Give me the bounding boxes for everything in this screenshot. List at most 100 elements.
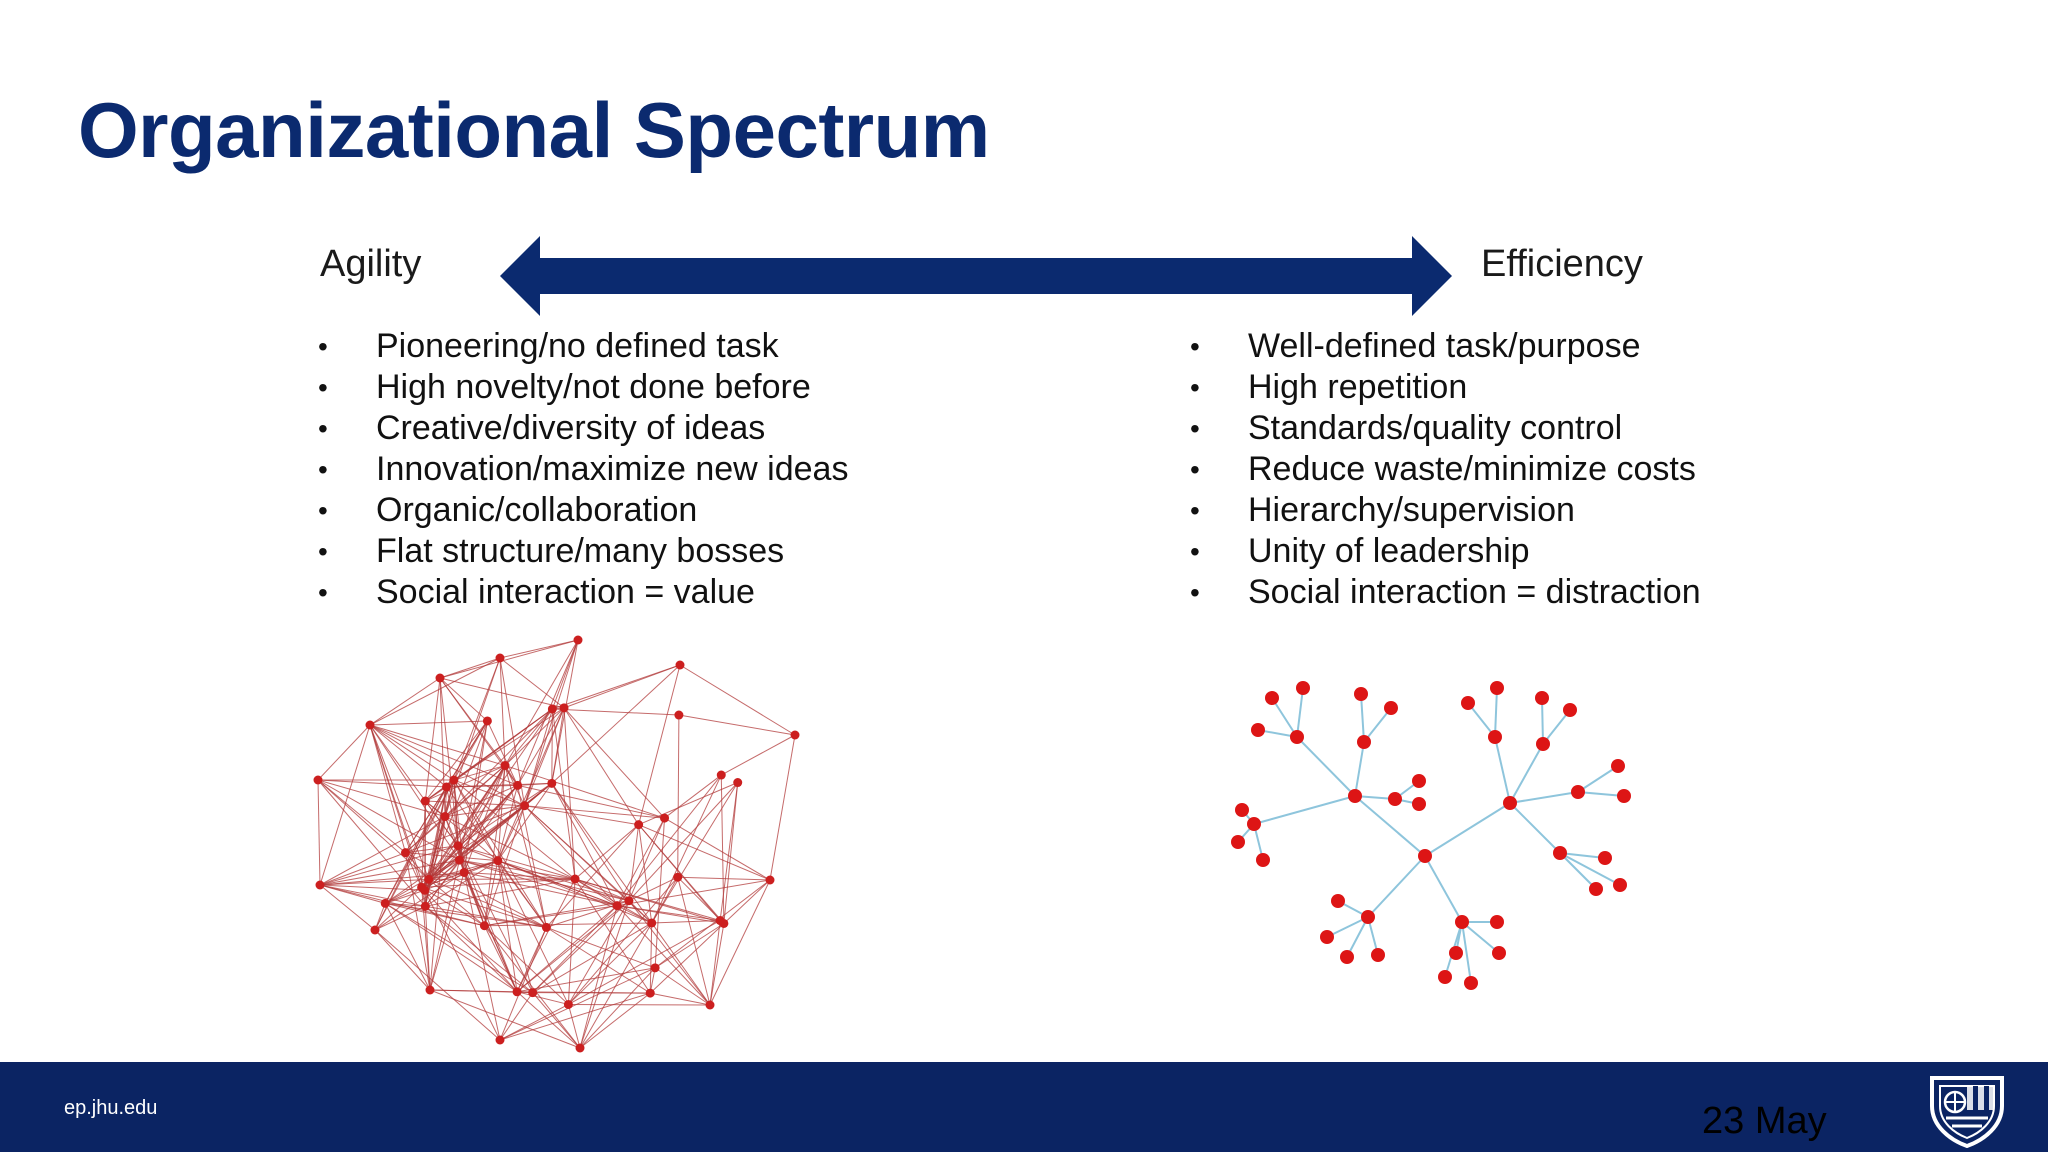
mesh-edge: [532, 900, 630, 993]
mesh-edge: [552, 708, 679, 716]
mesh-edge: [374, 903, 386, 931]
mesh-edge: [568, 876, 679, 1005]
mesh-node: [733, 778, 743, 788]
mesh-node: [500, 761, 510, 771]
mesh-edge: [723, 879, 771, 924]
mesh-edge: [551, 707, 565, 784]
tree-node: [1617, 789, 1631, 803]
tree-node: [1553, 846, 1567, 860]
tree-node: [1247, 817, 1261, 831]
mesh-edge: [484, 925, 569, 1005]
mesh-edge: [497, 860, 652, 924]
tree-edge: [1541, 697, 1544, 745]
mesh-edge: [369, 724, 426, 891]
mesh-edge: [497, 860, 569, 1005]
tree-node: [1331, 894, 1345, 908]
tree-node: [1563, 703, 1577, 717]
mesh-edge: [651, 782, 739, 924]
tree-edge: [1424, 855, 1463, 923]
mesh-node: [449, 775, 459, 785]
mesh-edge: [459, 765, 506, 861]
tree-node: [1290, 730, 1304, 744]
mesh-edge: [504, 707, 565, 766]
mesh-edge: [459, 859, 576, 880]
mesh-edge: [546, 926, 651, 994]
mesh-edge: [317, 779, 447, 788]
tree-node: [1384, 701, 1398, 715]
mesh-edge: [369, 724, 406, 853]
mesh-edge: [424, 720, 488, 802]
tree-edge: [1542, 709, 1571, 745]
mesh-edge: [464, 871, 576, 880]
mesh-edge: [574, 878, 618, 907]
mesh-node: [512, 987, 522, 997]
mesh-edge: [319, 884, 425, 891]
mesh-edge: [497, 785, 519, 861]
mesh-edge: [628, 817, 665, 901]
mesh-edge: [709, 923, 725, 1006]
tree-node: [1455, 915, 1469, 929]
mesh-edge: [374, 872, 465, 931]
mesh-edge: [532, 905, 618, 993]
double-arrow-icon: [500, 236, 1452, 316]
tree-node: [1589, 882, 1603, 896]
tree-edge: [1509, 743, 1544, 804]
tree-edge: [1354, 795, 1426, 857]
mesh-edge: [638, 824, 771, 881]
mesh-edge: [428, 720, 488, 880]
tree-node: [1361, 910, 1375, 924]
footer-site-link[interactable]: ep.jhu.edu: [64, 1097, 158, 1119]
mesh-edge: [384, 902, 533, 994]
mesh-edge: [546, 926, 656, 969]
mesh-edge: [369, 677, 441, 726]
mesh-edge: [457, 845, 576, 880]
mesh-edge: [317, 779, 321, 886]
mesh-edge: [568, 920, 721, 1005]
mesh-node: [790, 730, 800, 740]
mesh-node: [634, 820, 644, 830]
list-item: Standards/quality control: [1190, 408, 1701, 449]
mesh-edge: [499, 1003, 569, 1041]
tree-node: [1490, 915, 1504, 929]
mesh-node: [380, 898, 390, 908]
mesh-node: [365, 720, 375, 730]
mesh-edge: [499, 657, 565, 709]
tree-edge: [1363, 707, 1392, 743]
mesh-edge: [439, 657, 501, 679]
mesh-edge: [484, 922, 652, 927]
mesh-network-illustration: [313, 635, 800, 1053]
list-item: Unity of leadership: [1190, 531, 1701, 572]
mesh-node: [495, 1035, 505, 1045]
mesh-node: [420, 796, 430, 806]
tree-edge: [1559, 852, 1606, 859]
mesh-node: [674, 710, 684, 720]
mesh-edge: [369, 724, 447, 788]
mesh-edge: [638, 664, 681, 825]
efficiency-list: Well-defined task/purpose High repetitio…: [1190, 326, 1701, 613]
mesh-edge: [651, 774, 722, 924]
mesh-node: [424, 874, 434, 884]
tree-edge: [1354, 741, 1365, 797]
tree-node: [1503, 796, 1517, 810]
tree-edge: [1461, 921, 1472, 984]
mesh-edge: [574, 824, 639, 880]
mesh-edge: [374, 929, 501, 1041]
mesh-node: [420, 901, 430, 911]
mesh-edge: [499, 992, 534, 1041]
mesh-edge: [532, 922, 652, 994]
mesh-edge: [453, 779, 499, 861]
mesh-edge: [497, 860, 547, 928]
mesh-edge: [568, 1003, 711, 1006]
mesh-node: [528, 988, 538, 998]
list-item: Hierarchy/supervision: [1190, 490, 1701, 531]
mesh-node: [440, 812, 450, 822]
mesh-edge: [504, 765, 547, 928]
mesh-edge: [677, 877, 711, 1006]
mesh-edge: [497, 860, 518, 992]
mesh-edge: [579, 905, 618, 1049]
mesh-edge: [384, 859, 460, 904]
mesh-edge: [428, 878, 485, 927]
mesh-edge: [574, 878, 652, 924]
tree-node: [1296, 681, 1310, 695]
mesh-edge: [567, 1004, 581, 1049]
